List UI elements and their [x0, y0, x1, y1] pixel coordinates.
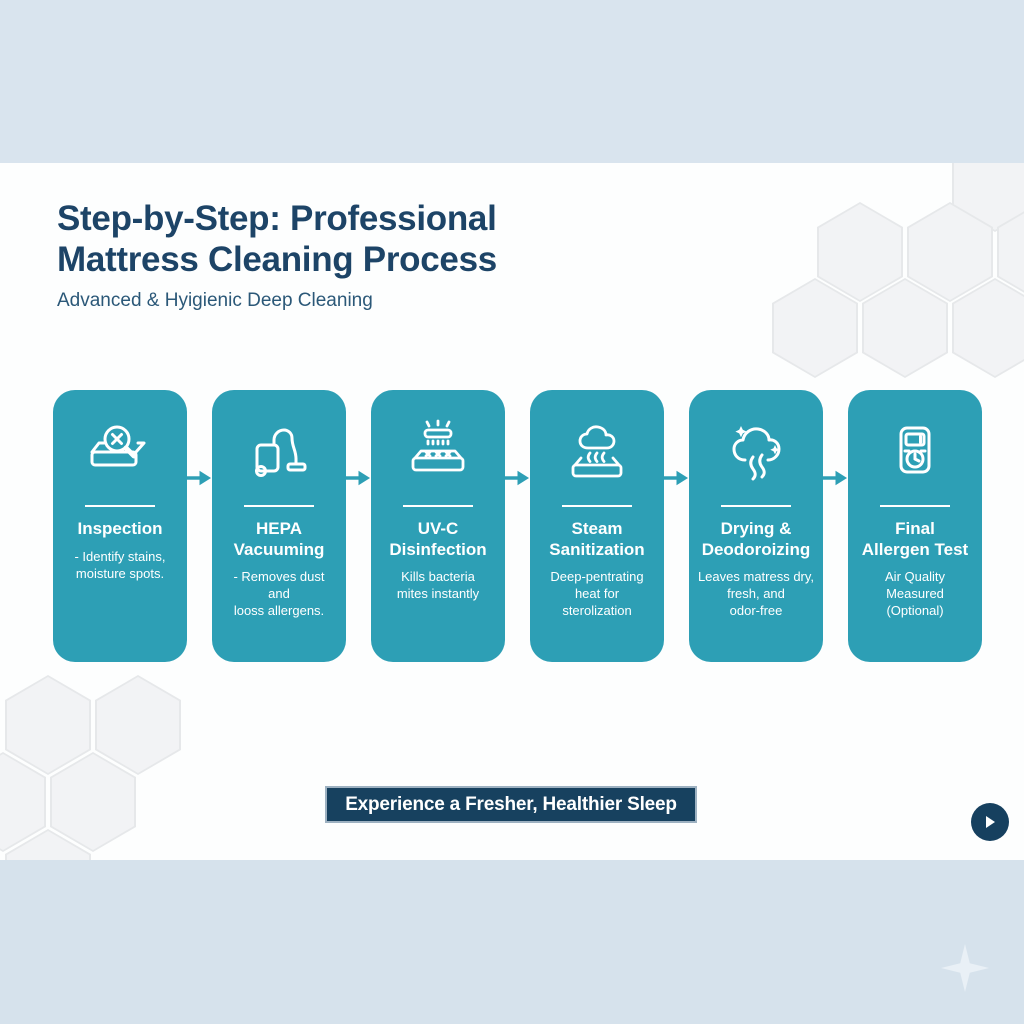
steps-row: Inspection - Identify stains, moisture s… — [53, 390, 982, 662]
card-divider — [85, 505, 155, 507]
uv-lamp-mattress-icon — [377, 416, 499, 490]
step-arrow-icon — [187, 470, 212, 486]
bottom-band — [0, 860, 1024, 1024]
step-card-drying-deodorizing: Drying & Deodoroizing Leaves matress dry… — [689, 390, 823, 662]
vacuum-cleaner-icon — [218, 416, 340, 490]
steam-cloud-mattress-icon — [536, 416, 658, 490]
step-arrow-icon — [823, 470, 848, 486]
allergen-meter-icon — [854, 416, 976, 490]
top-band — [0, 0, 1024, 163]
play-button[interactable] — [971, 803, 1009, 841]
step-description: Leaves matress dry, fresh, and odor-free — [697, 569, 815, 619]
mattress-inspection-magnifier-icon — [59, 416, 181, 490]
step-title: Steam Sanitization — [549, 519, 645, 559]
step-card-final-allergen-test: Final Allergen Test Air Quality Measured… — [848, 390, 982, 662]
card-divider — [562, 505, 632, 507]
card-divider — [244, 505, 314, 507]
step-title: Inspection — [77, 519, 163, 538]
hexagon-decoration — [50, 752, 136, 852]
hexagon-decoration — [95, 675, 181, 775]
drying-cloud-sparkles-icon — [695, 416, 817, 490]
card-divider — [721, 505, 791, 507]
step-title: UV-C Disinfection — [389, 519, 487, 559]
step-description: - Removes dust and looss allergens. — [233, 569, 325, 619]
step-card-inspection: Inspection - Identify stains, moisture s… — [53, 390, 187, 662]
header: Step-by-Step: Professional Mattress Clea… — [57, 198, 497, 312]
step-card-uvc-disinfection: UV-C Disinfection Kills bacteria mites i… — [371, 390, 505, 662]
step-title: Final Allergen Test — [861, 519, 969, 559]
step-card-steam-sanitization: Steam Sanitization Deep-pentrating heat … — [530, 390, 664, 662]
step-description: Air Quality Measured (Optional) — [885, 569, 945, 619]
step-arrow-icon — [505, 470, 530, 486]
page-title: Step-by-Step: Professional Mattress Clea… — [57, 199, 497, 280]
play-icon — [986, 816, 995, 828]
step-card-hepa-vacuuming: HEPA Vacuuming - Removes dust and looss … — [212, 390, 346, 662]
card-divider — [403, 505, 473, 507]
step-arrow-icon — [346, 470, 371, 486]
step-title: Drying & Deodoroizing — [701, 519, 811, 559]
hexagon-decoration — [5, 675, 91, 775]
step-description: - Identify stains, moisture spots. — [74, 548, 166, 581]
step-title: HEPA Vacuuming — [233, 519, 325, 559]
cta-banner-label: Experience a Fresher, Healthier Sleep — [345, 793, 677, 815]
page-subtitle: Advanced & Hyigienic Deep Cleaning — [57, 289, 373, 311]
cta-banner[interactable]: Experience a Fresher, Healthier Sleep — [325, 786, 697, 823]
step-arrow-icon — [664, 470, 689, 486]
step-description: Deep-pentrating heat for sterolization — [550, 569, 644, 619]
step-description: Kills bacteria mites instantly — [396, 569, 480, 602]
card-divider — [880, 505, 950, 507]
